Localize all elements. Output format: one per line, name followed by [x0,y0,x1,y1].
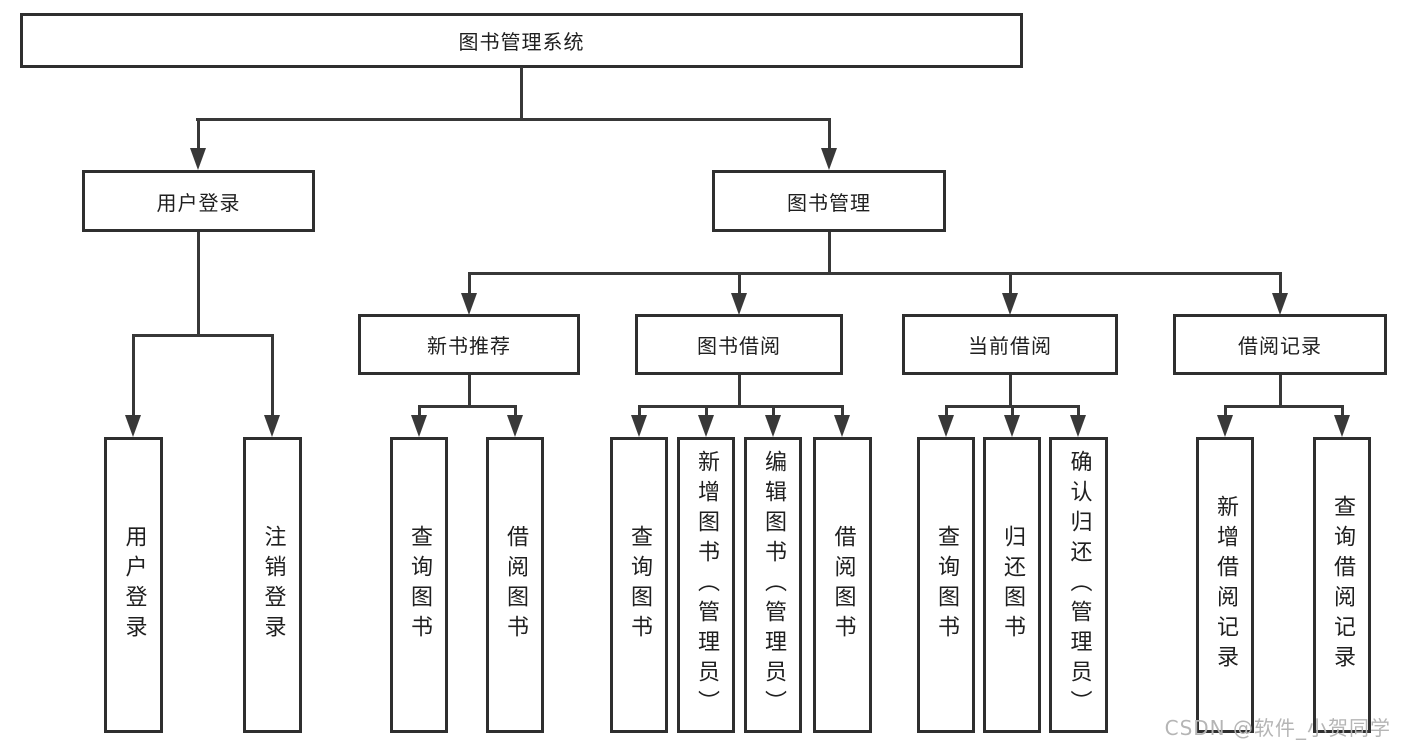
leaf-logout: 注销登录 [243,437,302,733]
node-current-borrowing-label: 当前借阅 [968,334,1052,358]
leaf-borrow-books-borrowing: 借阅图书 [813,437,872,733]
arrowhead-down-icon [264,415,280,437]
connector-line [737,375,741,405]
leaf-confirm-return-admin-label: 确认归还（管理员） [1066,450,1092,720]
leaf-query-books-recommend-label: 查询图书 [407,525,432,645]
connector-line [196,118,200,150]
leaf-borrow-books-borrowing-label: 借阅图书 [830,525,856,645]
connector-line [827,232,831,272]
node-book-borrowing: 图书借阅 [635,314,843,375]
connector-line [1278,272,1282,297]
leaf-query-books-borrowing-label: 查询图书 [627,525,652,645]
connector-line [270,334,274,419]
node-borrowing-records: 借阅记录 [1173,314,1387,375]
leaf-add-borrow-record-label: 新增借阅记录 [1213,495,1238,675]
connector-line [637,405,844,408]
connector-line [417,405,517,408]
arrowhead-down-icon [821,148,837,170]
leaf-query-borrow-record: 查询借阅记录 [1313,437,1371,733]
leaf-add-borrow-record: 新增借阅记录 [1196,437,1254,733]
connector-line [737,272,741,297]
arrowhead-down-icon [938,415,954,437]
connector-line [1278,375,1282,405]
node-book-management: 图书管理 [712,170,946,232]
leaf-query-books-current-label: 查询图书 [934,525,959,645]
leaf-borrow-books-recommend-label: 借阅图书 [503,525,528,645]
connector-line [1077,405,1080,419]
connector-line [520,67,523,118]
connector-line [841,405,844,419]
connector-line [513,405,517,419]
leaf-edit-books-admin: 编辑图书（管理员） [744,437,802,733]
connector-line [196,118,831,121]
node-new-book-recommend-label: 新书推荐 [427,334,511,358]
connector-line [1340,405,1344,419]
arrowhead-down-icon [1070,415,1086,437]
leaf-query-borrow-record-label: 查询借阅记录 [1330,495,1355,675]
connector-line [467,272,1282,275]
leaf-user-login: 用户登录 [104,437,163,733]
leaf-edit-books-admin-label: 编辑图书（管理员） [761,450,786,720]
connector-line [771,405,775,419]
csdn-watermark: CSDN @软件_小贺同学 [1164,716,1391,740]
node-root: 图书管理系统 [20,13,1023,68]
node-user-login-label: 用户登录 [156,190,241,215]
arrowhead-down-icon [190,148,206,170]
node-book-borrowing-label: 图书借阅 [697,334,781,358]
arrowhead-down-icon [765,415,781,437]
connector-line [467,375,471,405]
connector-line [1008,375,1012,405]
connector-line [131,334,274,337]
leaf-add-books-admin: 新增图书（管理员） [677,437,735,733]
node-current-borrowing: 当前借阅 [902,314,1118,375]
arrowhead-down-icon [1334,415,1350,437]
arrowhead-down-icon [731,293,747,315]
arrowhead-down-icon [507,415,523,437]
connector-line [637,405,641,419]
leaf-return-books-label: 归还图书 [1000,525,1025,645]
arrowhead-down-icon [411,415,427,437]
connector-line [1223,405,1344,408]
arrowhead-down-icon [461,293,477,315]
arrowhead-down-icon [1217,415,1233,437]
leaf-query-books-recommend: 查询图书 [390,437,448,733]
arrowhead-down-icon [1272,293,1288,315]
arrowhead-down-icon [834,415,850,437]
leaf-confirm-return-admin: 确认归还（管理员） [1049,437,1108,733]
leaf-borrow-books-recommend: 借阅图书 [486,437,544,733]
connector-line [827,118,831,150]
connector-line [417,405,421,419]
connector-line [944,405,948,419]
arrowhead-down-icon [1002,293,1018,315]
node-root-label: 图书管理系统 [458,30,585,54]
arrowhead-down-icon [1004,415,1020,437]
connector-line [1223,405,1227,419]
arrowhead-down-icon [125,415,141,437]
connector-line [131,334,135,419]
arrowhead-down-icon [698,415,714,437]
connector-line [467,272,471,297]
connector-line [1008,272,1012,297]
leaf-query-books-borrowing: 查询图书 [610,437,668,733]
node-new-book-recommend: 新书推荐 [358,314,580,375]
connector-line [704,405,708,419]
connector-line [196,232,200,334]
leaf-user-login-label: 用户登录 [121,525,147,645]
arrowhead-down-icon [631,415,647,437]
leaf-return-books: 归还图书 [983,437,1041,733]
leaf-add-books-admin-label: 新增图书（管理员） [694,450,719,720]
node-borrowing-records-label: 借阅记录 [1238,334,1322,358]
leaf-logout-label: 注销登录 [260,525,286,645]
leaf-query-books-current: 查询图书 [917,437,975,733]
connector-line [1010,405,1014,419]
node-book-management-label: 图书管理 [787,190,871,215]
node-user-login: 用户登录 [82,170,315,232]
